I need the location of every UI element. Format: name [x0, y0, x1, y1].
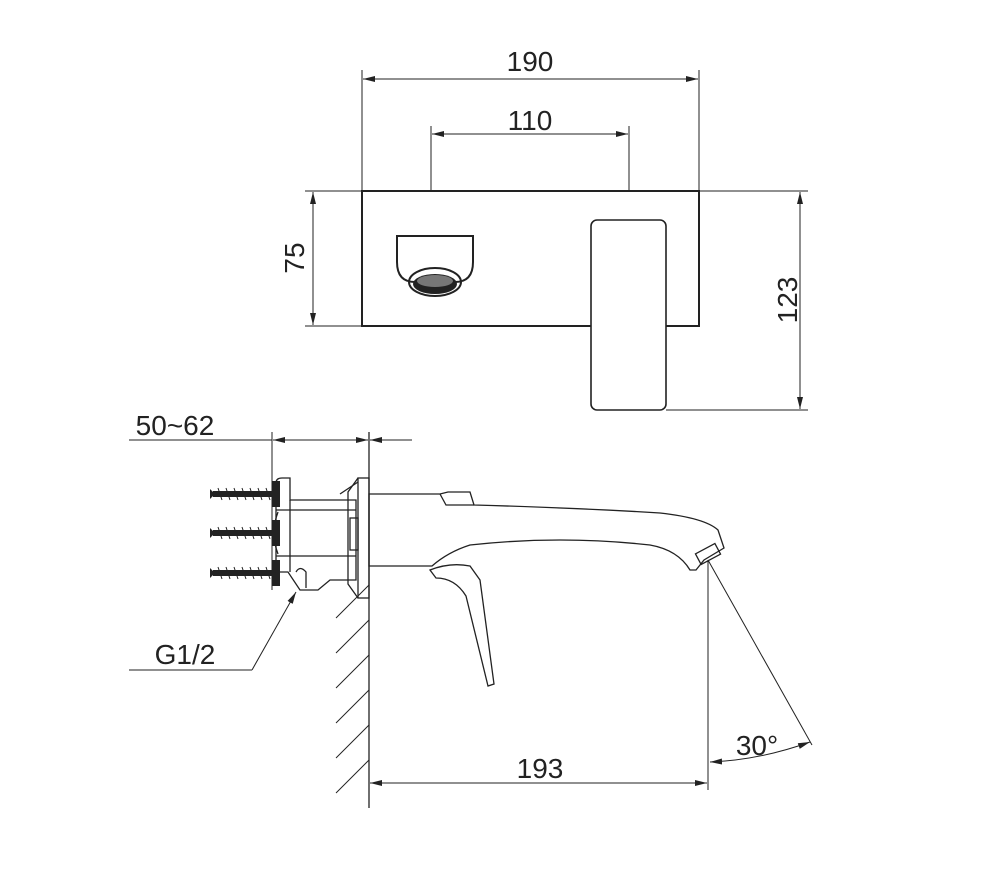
screw-bottom [210, 560, 280, 586]
dimension-193-label: 193 [517, 753, 564, 784]
dimension-50-62-label: 50~62 [136, 410, 215, 441]
dimension-110: 110 [430, 105, 630, 191]
dimension-190: 190 [361, 46, 700, 191]
side-lever [428, 564, 495, 687]
wall-hatch [335, 432, 370, 808]
dimension-123-label: 123 [772, 277, 803, 324]
dimension-123: 123 [666, 190, 808, 411]
dimension-110-label: 110 [508, 105, 553, 136]
front-spout-outlet [396, 235, 474, 297]
front-lever-handle [590, 219, 667, 411]
spray-angle: 30° [707, 559, 813, 790]
front-view: 190 110 75 123 [279, 46, 808, 411]
dimension-75: 75 [279, 190, 362, 327]
screw-top [210, 481, 280, 507]
front-wall-plate [361, 190, 700, 327]
thread-callout: G1/2 [129, 591, 297, 671]
screw-middle [210, 520, 280, 546]
dimension-193: 193 [370, 753, 707, 786]
thread-label: G1/2 [155, 639, 216, 670]
in-wall-body [273, 477, 359, 591]
dimension-75-label: 75 [279, 242, 310, 273]
mounting-screws [210, 481, 280, 586]
dimension-190-label: 190 [507, 46, 554, 77]
spout [368, 491, 725, 571]
dimension-50-62: 50~62 [129, 410, 412, 590]
angle-30-label: 30° [736, 730, 778, 761]
side-view: 50~62 [129, 410, 813, 808]
